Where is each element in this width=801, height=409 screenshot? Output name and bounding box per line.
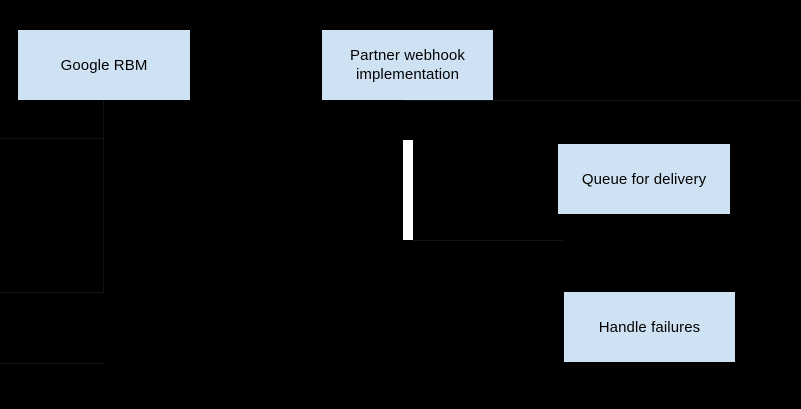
connector-left-vertical-lower bbox=[103, 138, 104, 292]
node-google-rbm[interactable]: Google RBM bbox=[18, 30, 190, 100]
node-label-queue-for-delivery: Queue for delivery bbox=[581, 170, 707, 188]
connector-left-upper bbox=[0, 138, 104, 139]
connector-top-right bbox=[403, 100, 801, 101]
white-vertical-bar-marker bbox=[403, 140, 413, 240]
node-label-google-rbm: Google RBM bbox=[60, 56, 148, 74]
node-label-partner-webhook-implementation: Partner webhook implementation bbox=[350, 47, 465, 83]
connector-mid-right bbox=[413, 240, 563, 241]
node-handle-failures[interactable]: Handle failures bbox=[564, 292, 735, 362]
node-label-handle-failures: Handle failures bbox=[598, 318, 701, 336]
connector-left-vertical bbox=[103, 100, 104, 138]
node-partner-webhook-implementation[interactable]: Partner webhook implementation bbox=[322, 30, 493, 100]
connector-bottom-left bbox=[0, 363, 104, 364]
connector-left-lower bbox=[0, 292, 104, 293]
node-queue-for-delivery[interactable]: Queue for delivery bbox=[558, 144, 730, 214]
